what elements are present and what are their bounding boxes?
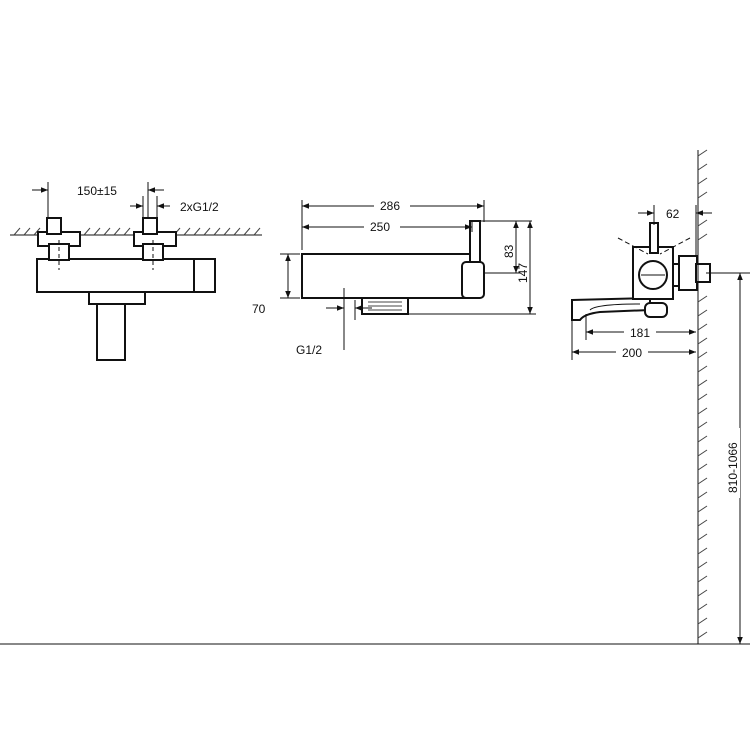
end-spout-inner-label: 181: [630, 326, 650, 340]
side-dim-70: 70: [252, 253, 300, 316]
end-spout-outer-label: 200: [622, 346, 642, 360]
side-dim-83: 83: [480, 220, 532, 274]
side-view: 286 250 83 147 70: [252, 198, 536, 357]
front-dim-thread: 2xG1/2: [130, 196, 219, 218]
side-mixer-body: [301, 253, 473, 299]
front-connector-right: [133, 217, 177, 270]
wall-section: [697, 149, 708, 644]
end-dim-200: 200: [571, 320, 696, 360]
side-height-outlet-label: 70: [252, 302, 266, 316]
end-dim-62: 62: [638, 205, 712, 256]
end-lever: [617, 222, 691, 255]
end-dim-181: 181: [585, 314, 696, 340]
end-spout: [571, 296, 651, 321]
side-outlet-aerator: [368, 301, 402, 311]
end-view: 62 181 200: [571, 205, 712, 360]
front-dim-spacing: 150±15: [32, 182, 164, 218]
side-dim-250: 250: [302, 219, 473, 234]
side-dim-147: 147: [408, 221, 536, 315]
side-height-lever-label: 83: [502, 244, 516, 258]
end-wall-connector: [672, 255, 711, 291]
side-length-total-label: 286: [380, 199, 400, 213]
side-dim-g12: G1/2: [296, 288, 372, 357]
end-lever-label: 62: [666, 207, 680, 221]
front-spacing-label: 150±15: [77, 184, 117, 198]
side-thread-label: G1/2: [296, 343, 322, 357]
front-mixer-body: [36, 258, 216, 293]
side-length-body-label: 250: [370, 220, 390, 234]
front-thread-label: 2xG1/2: [180, 200, 219, 214]
wall-hatching: [697, 149, 708, 639]
side-height-total-label: 147: [516, 263, 530, 283]
side-lever: [461, 220, 485, 299]
install-height-label: 810-1066: [726, 442, 740, 493]
front-view: 150±15 2xG1/2: [10, 182, 262, 361]
wall-dim-install-height: 810-1066: [706, 272, 750, 644]
front-connector-left: [37, 217, 81, 270]
front-thermostat-cap: [193, 258, 216, 293]
